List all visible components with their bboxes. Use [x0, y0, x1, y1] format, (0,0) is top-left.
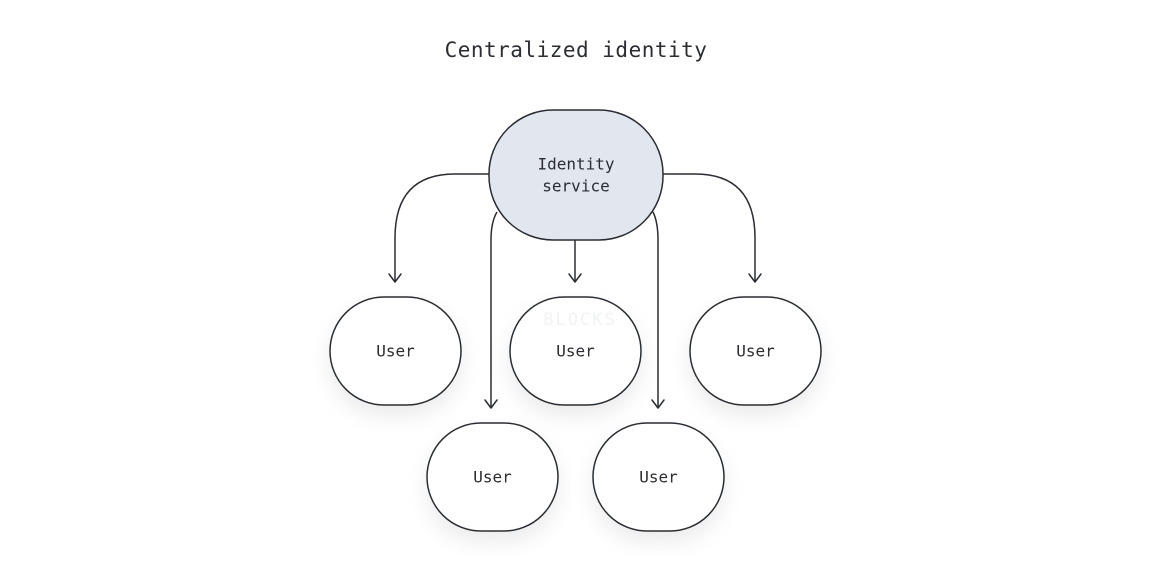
user-node-shape [329, 296, 462, 406]
user-node-label: User [376, 342, 415, 361]
arrowhead-user-1 [388, 273, 402, 283]
diagram-title: Centralized identity [444, 38, 708, 62]
identity-service-shape [488, 109, 664, 241]
user-node [509, 296, 642, 406]
arrowhead-user-4 [484, 399, 498, 409]
user-node-shape [592, 422, 725, 532]
edge-service-to-user-3 [663, 173, 756, 281]
identity-service-label-line1: Identity [537, 155, 614, 174]
arrowhead-user-3 [748, 273, 762, 283]
watermark-text: BLOCKS [543, 310, 616, 330]
user-node [426, 422, 559, 532]
user-node [689, 296, 822, 406]
user-node [329, 296, 462, 406]
user-node-label: User [736, 342, 775, 361]
user-node [592, 422, 725, 532]
arrowhead-user-2 [568, 273, 582, 283]
user-node-shape [426, 422, 559, 532]
edge-service-to-user-5 [652, 211, 659, 407]
user-node-label: User [473, 468, 512, 487]
user-node-label: User [639, 468, 678, 487]
edge-service-to-user-1 [394, 173, 489, 281]
identity-service-label-line2: service [542, 177, 609, 196]
user-node-shape [689, 296, 822, 406]
user-node-shape [509, 296, 642, 406]
edge-service-to-user-4 [490, 211, 498, 407]
arrowhead-user-5 [651, 399, 665, 409]
edges [388, 173, 762, 409]
user-node-label: User [556, 342, 595, 361]
identity-service-node: Identity service [488, 109, 664, 241]
